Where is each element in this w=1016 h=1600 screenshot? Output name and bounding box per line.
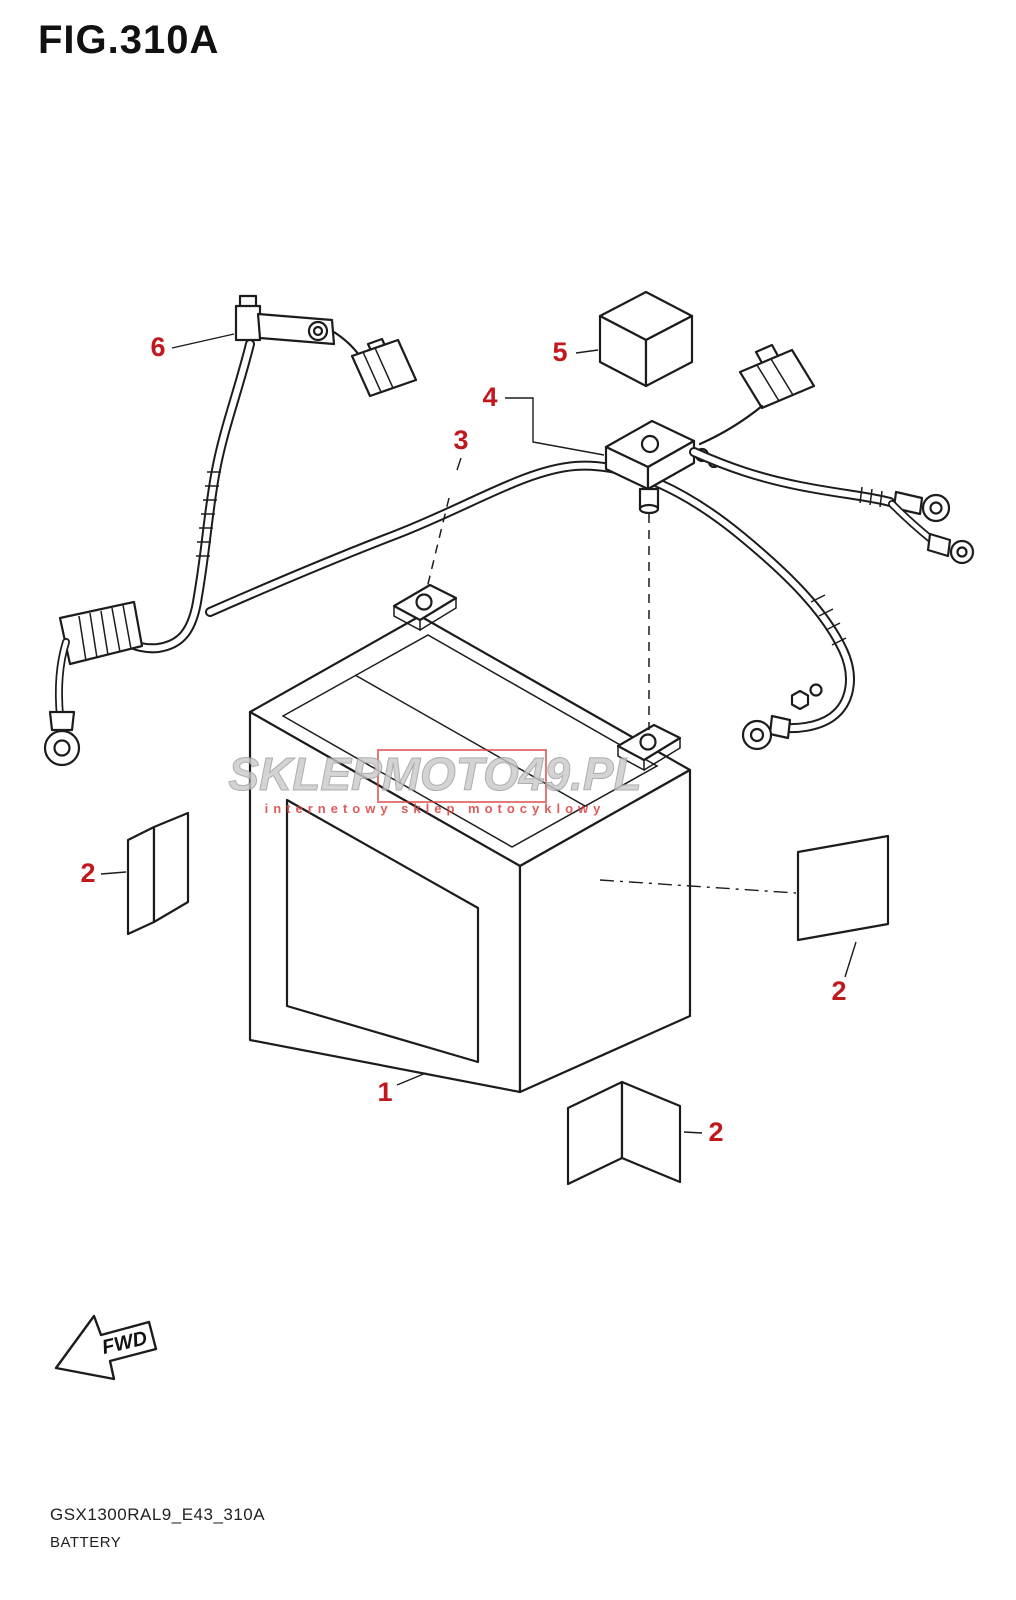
battery-right-face: [518, 768, 692, 1094]
leader-lines: [100, 333, 857, 1134]
connector-wire: [698, 404, 764, 446]
cable-wrap-ticks: [196, 471, 221, 557]
cable-wrap-ticks: [859, 486, 883, 508]
figure-code: GSX1300RAL9_E43_310A: [50, 1505, 266, 1524]
battery-terminal-tab-right: [616, 723, 682, 772]
callout-5-label: 5: [552, 337, 567, 367]
pad-left: [126, 811, 190, 936]
battery-lead-cable: [205, 460, 855, 751]
fwd-arrow-shape: [54, 1314, 158, 1381]
watermark-main-text: SKLEPMOTO49.PL: [228, 748, 641, 800]
pad-right: [796, 834, 890, 942]
watermark-box: [377, 749, 547, 803]
ring-terminal-positive-2: [926, 532, 975, 565]
positive-terminal-block: [604, 419, 721, 515]
sensor-wire: [332, 330, 362, 358]
cable-wrap-ticks: [810, 594, 847, 646]
battery-top-cover: [281, 634, 659, 848]
figure-name: BATTERY: [50, 1534, 122, 1551]
callout-3-label: 3: [453, 425, 468, 455]
terminal-cover: [598, 290, 694, 388]
watermark: SKLEPMOTO49.PL internetowy sklep motocyk…: [228, 748, 642, 817]
callout-2-bottom-label: 2: [708, 1117, 723, 1147]
callout-1-label: 1: [377, 1077, 392, 1107]
negative-terminal: [234, 294, 336, 346]
pad-bottom: [566, 1080, 682, 1186]
battery-terminal-tab-left: [392, 583, 458, 632]
fwd-arrow: FWD: [54, 1314, 158, 1381]
connector-plug-left: [350, 337, 418, 398]
callout-4-label: 4: [482, 382, 497, 412]
ring-terminal-lead: [741, 683, 823, 751]
callout-6-label: 6: [150, 332, 165, 362]
negative-cable-assembly: [43, 294, 418, 767]
figure-title: FIG.310A: [38, 18, 220, 62]
figure-footer: GSX1300RAL9_E43_310A BATTERY: [50, 1505, 265, 1551]
rubber-boot: [58, 600, 144, 666]
battery: [248, 583, 692, 1094]
callouts: 6 5 4 3 1 2 2 2: [80, 332, 846, 1147]
watermark-sub-text: internetowy sklep motocyklowy: [265, 801, 606, 816]
ring-terminal-negative: [43, 710, 81, 767]
positive-terminal-assembly: [598, 290, 975, 565]
battery-label: [285, 798, 480, 1064]
callout-2-left-label: 2: [80, 858, 95, 888]
callout-2-right-label: 2: [831, 976, 846, 1006]
connector-plug-right: [738, 343, 816, 410]
